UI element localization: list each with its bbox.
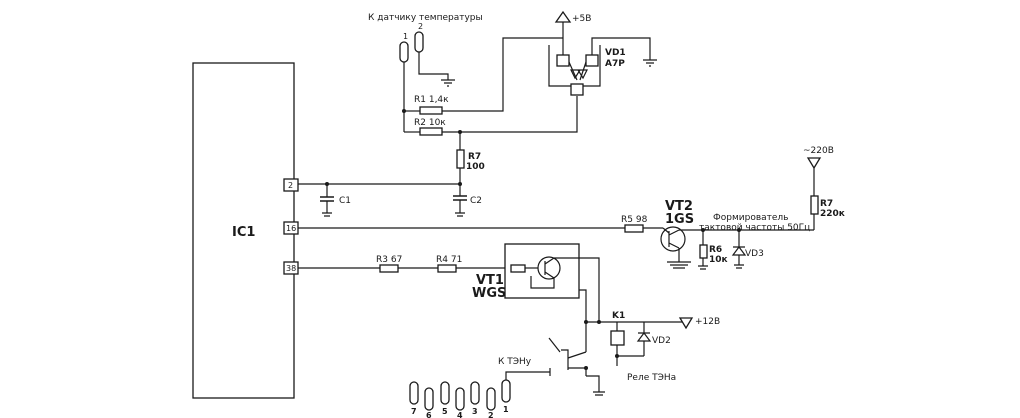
former-line1: Формирователь — [713, 213, 788, 223]
connector-pin-1 — [501, 379, 511, 403]
c1-label: C1 — [339, 196, 351, 206]
r1-label: R1 1,4к — [414, 95, 449, 105]
connector-pin-1-label: 1 — [503, 405, 509, 414]
vd1-name: VD1 — [605, 48, 626, 58]
r7-220k-name: R7 — [820, 199, 833, 209]
vd1-type: A7P — [605, 59, 625, 69]
r5-label: R5 98 — [621, 215, 648, 225]
r7-100-resistor — [456, 149, 465, 169]
connector-pin-4 — [455, 387, 465, 411]
r5-resistor — [624, 224, 644, 233]
sensor-title: К датчику температуры — [368, 13, 483, 23]
vd1-diode-assembly: VD1 A7P — [548, 37, 657, 96]
plus5v-label: +5В — [572, 14, 591, 24]
r1-resistor — [419, 106, 443, 115]
ac220-label: ~220В — [803, 146, 834, 156]
connector-pin-3 — [470, 381, 480, 405]
connector-pin-4-label: 4 — [457, 411, 463, 418]
r3-resistor — [379, 264, 399, 273]
connector-pin-5-label: 5 — [442, 407, 448, 416]
vt1-name: VT1 — [476, 273, 504, 288]
former-line2: тактовой частоты 50Гц — [699, 223, 810, 233]
vt1-type: WGS — [472, 286, 506, 301]
c2-label: C2 — [470, 196, 482, 206]
heater-driver: R3 67 R4 71 VT1 WGS — [298, 243, 601, 324]
connector-pin-7-label: 7 — [411, 407, 417, 416]
connector-pin-3-label: 3 — [472, 407, 478, 416]
connector-pin-5 — [440, 381, 450, 405]
clock-former: R5 98 VT2 1GS Формирователь тактовой час… — [298, 146, 845, 270]
r6-resistor — [699, 244, 708, 259]
ic1-pin-2-box — [283, 178, 299, 192]
connector-pin-2 — [486, 387, 496, 411]
k1-label: K1 — [612, 311, 625, 321]
ic1-pin-2: 2 — [288, 181, 293, 190]
vt1-input-resistor — [510, 264, 526, 273]
supply-arrow-icon — [554, 10, 572, 23]
relay-k1: +12В K1 VD2 Реле ТЭНа — [548, 311, 720, 396]
plus12v-label: +12В — [695, 317, 720, 327]
r7-220k-value: 220к — [820, 209, 845, 219]
sensor-pin-2-label: 2 — [418, 22, 423, 31]
r4-label: R4 71 — [436, 255, 462, 265]
r6-name: R6 — [709, 245, 722, 255]
connector-pin-6 — [424, 387, 434, 411]
sensor-pin-2 — [414, 31, 424, 53]
sensor-bias-network: R1 1,4к R2 10к — [402, 37, 578, 136]
k1-coil — [610, 330, 625, 346]
r7-220k-resistor — [810, 195, 819, 215]
r3-label: R3 67 — [376, 255, 402, 265]
heater-connector: К ТЭНу 7 6 5 4 3 2 1 — [409, 357, 551, 418]
relay-label: Реле ТЭНа — [627, 373, 676, 383]
vt2-name: VT2 — [665, 199, 693, 214]
vd2-label: VD2 — [652, 336, 671, 346]
r4-resistor — [437, 264, 457, 273]
plus12v-supply-icon — [678, 317, 694, 330]
vd1-terminal-right — [585, 54, 599, 67]
r2-label: R2 10к — [414, 118, 446, 128]
r7-100-value: 100 — [466, 162, 485, 172]
sensor-pin-1-label: 1 — [403, 32, 408, 41]
heater-label: К ТЭНу — [498, 357, 532, 367]
ic1-label: IC1 — [232, 225, 255, 240]
input-filter: R7 100 C1 C2 — [298, 132, 485, 217]
vd3-label: VD3 — [745, 249, 764, 259]
connector-pin-7 — [409, 381, 419, 405]
connector-pin-6-label: 6 — [426, 411, 432, 418]
vd1-terminal-left — [556, 54, 570, 67]
sensor-pin-1 — [399, 41, 409, 63]
connector-pin-2-label: 2 — [488, 411, 494, 418]
vt2-transistor — [660, 226, 686, 252]
ic1-chip: IC1 2 16 38 — [192, 62, 299, 399]
r6-value: 10к — [709, 255, 728, 265]
r7-100-name: R7 — [468, 152, 481, 162]
ic1-pin-38: 38 — [286, 264, 296, 273]
temperature-sensor-connector: К датчику температуры 1 2 — [368, 13, 483, 132]
r2-resistor — [419, 127, 443, 136]
ac-input-icon — [806, 157, 822, 170]
vt2-type: 1GS — [665, 212, 694, 227]
ic1-pin-16: 16 — [286, 224, 296, 233]
vt1-transistor — [537, 256, 561, 280]
plus5v-supply: +5В — [554, 10, 591, 55]
vd1-terminal-bottom — [570, 83, 584, 96]
